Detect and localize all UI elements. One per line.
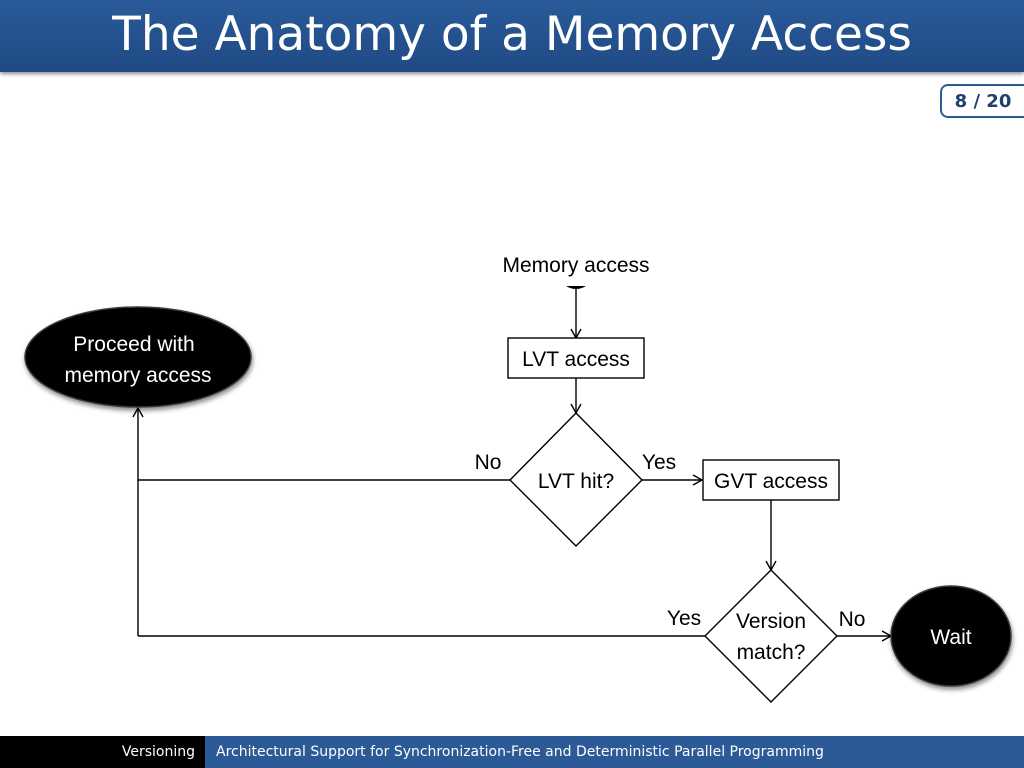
wait-label: Wait (930, 626, 971, 649)
gvt-access-label: GVT access (714, 470, 828, 493)
lvt-hit-label: LVT hit? (538, 470, 614, 493)
footer-talk-title: Architectural Support for Synchronizatio… (205, 736, 1024, 768)
version-no-label: No (839, 608, 866, 631)
version-match-label-line1: Version (736, 610, 806, 633)
proceed-label-line2: memory access (64, 364, 211, 387)
page-number: 8 / 20 (954, 91, 1012, 112)
slide-title: The Anatomy of a Memory Access (112, 7, 912, 62)
proceed-label-line1: Proceed with (73, 333, 194, 356)
proceed-terminal (24, 306, 252, 408)
start-label: Memory access (502, 254, 649, 277)
wait-terminal (890, 585, 1012, 687)
start-marker (566, 286, 586, 289)
title-bar: The Anatomy of a Memory Access (0, 0, 1024, 72)
lvt-hit-diamond (509, 412, 643, 547)
arrow-hit-no-to-proceed (132, 406, 510, 481)
lvt-hit-no-label: No (475, 451, 502, 474)
page-number-badge: 8 / 20 (940, 84, 1024, 118)
version-match-label-line2: match? (737, 641, 806, 664)
lvt-access-label: LVT access (522, 348, 630, 371)
lvt-hit-yes-label: Yes (642, 451, 676, 474)
footer-section: Versioning (121, 744, 195, 760)
version-match-diamond (704, 569, 838, 703)
gvt-access-box (702, 459, 840, 501)
version-yes-label: Yes (667, 607, 701, 630)
lvt-access-box (507, 337, 645, 379)
footer-bar: Versioning Architectural Support for Syn… (0, 736, 1024, 768)
